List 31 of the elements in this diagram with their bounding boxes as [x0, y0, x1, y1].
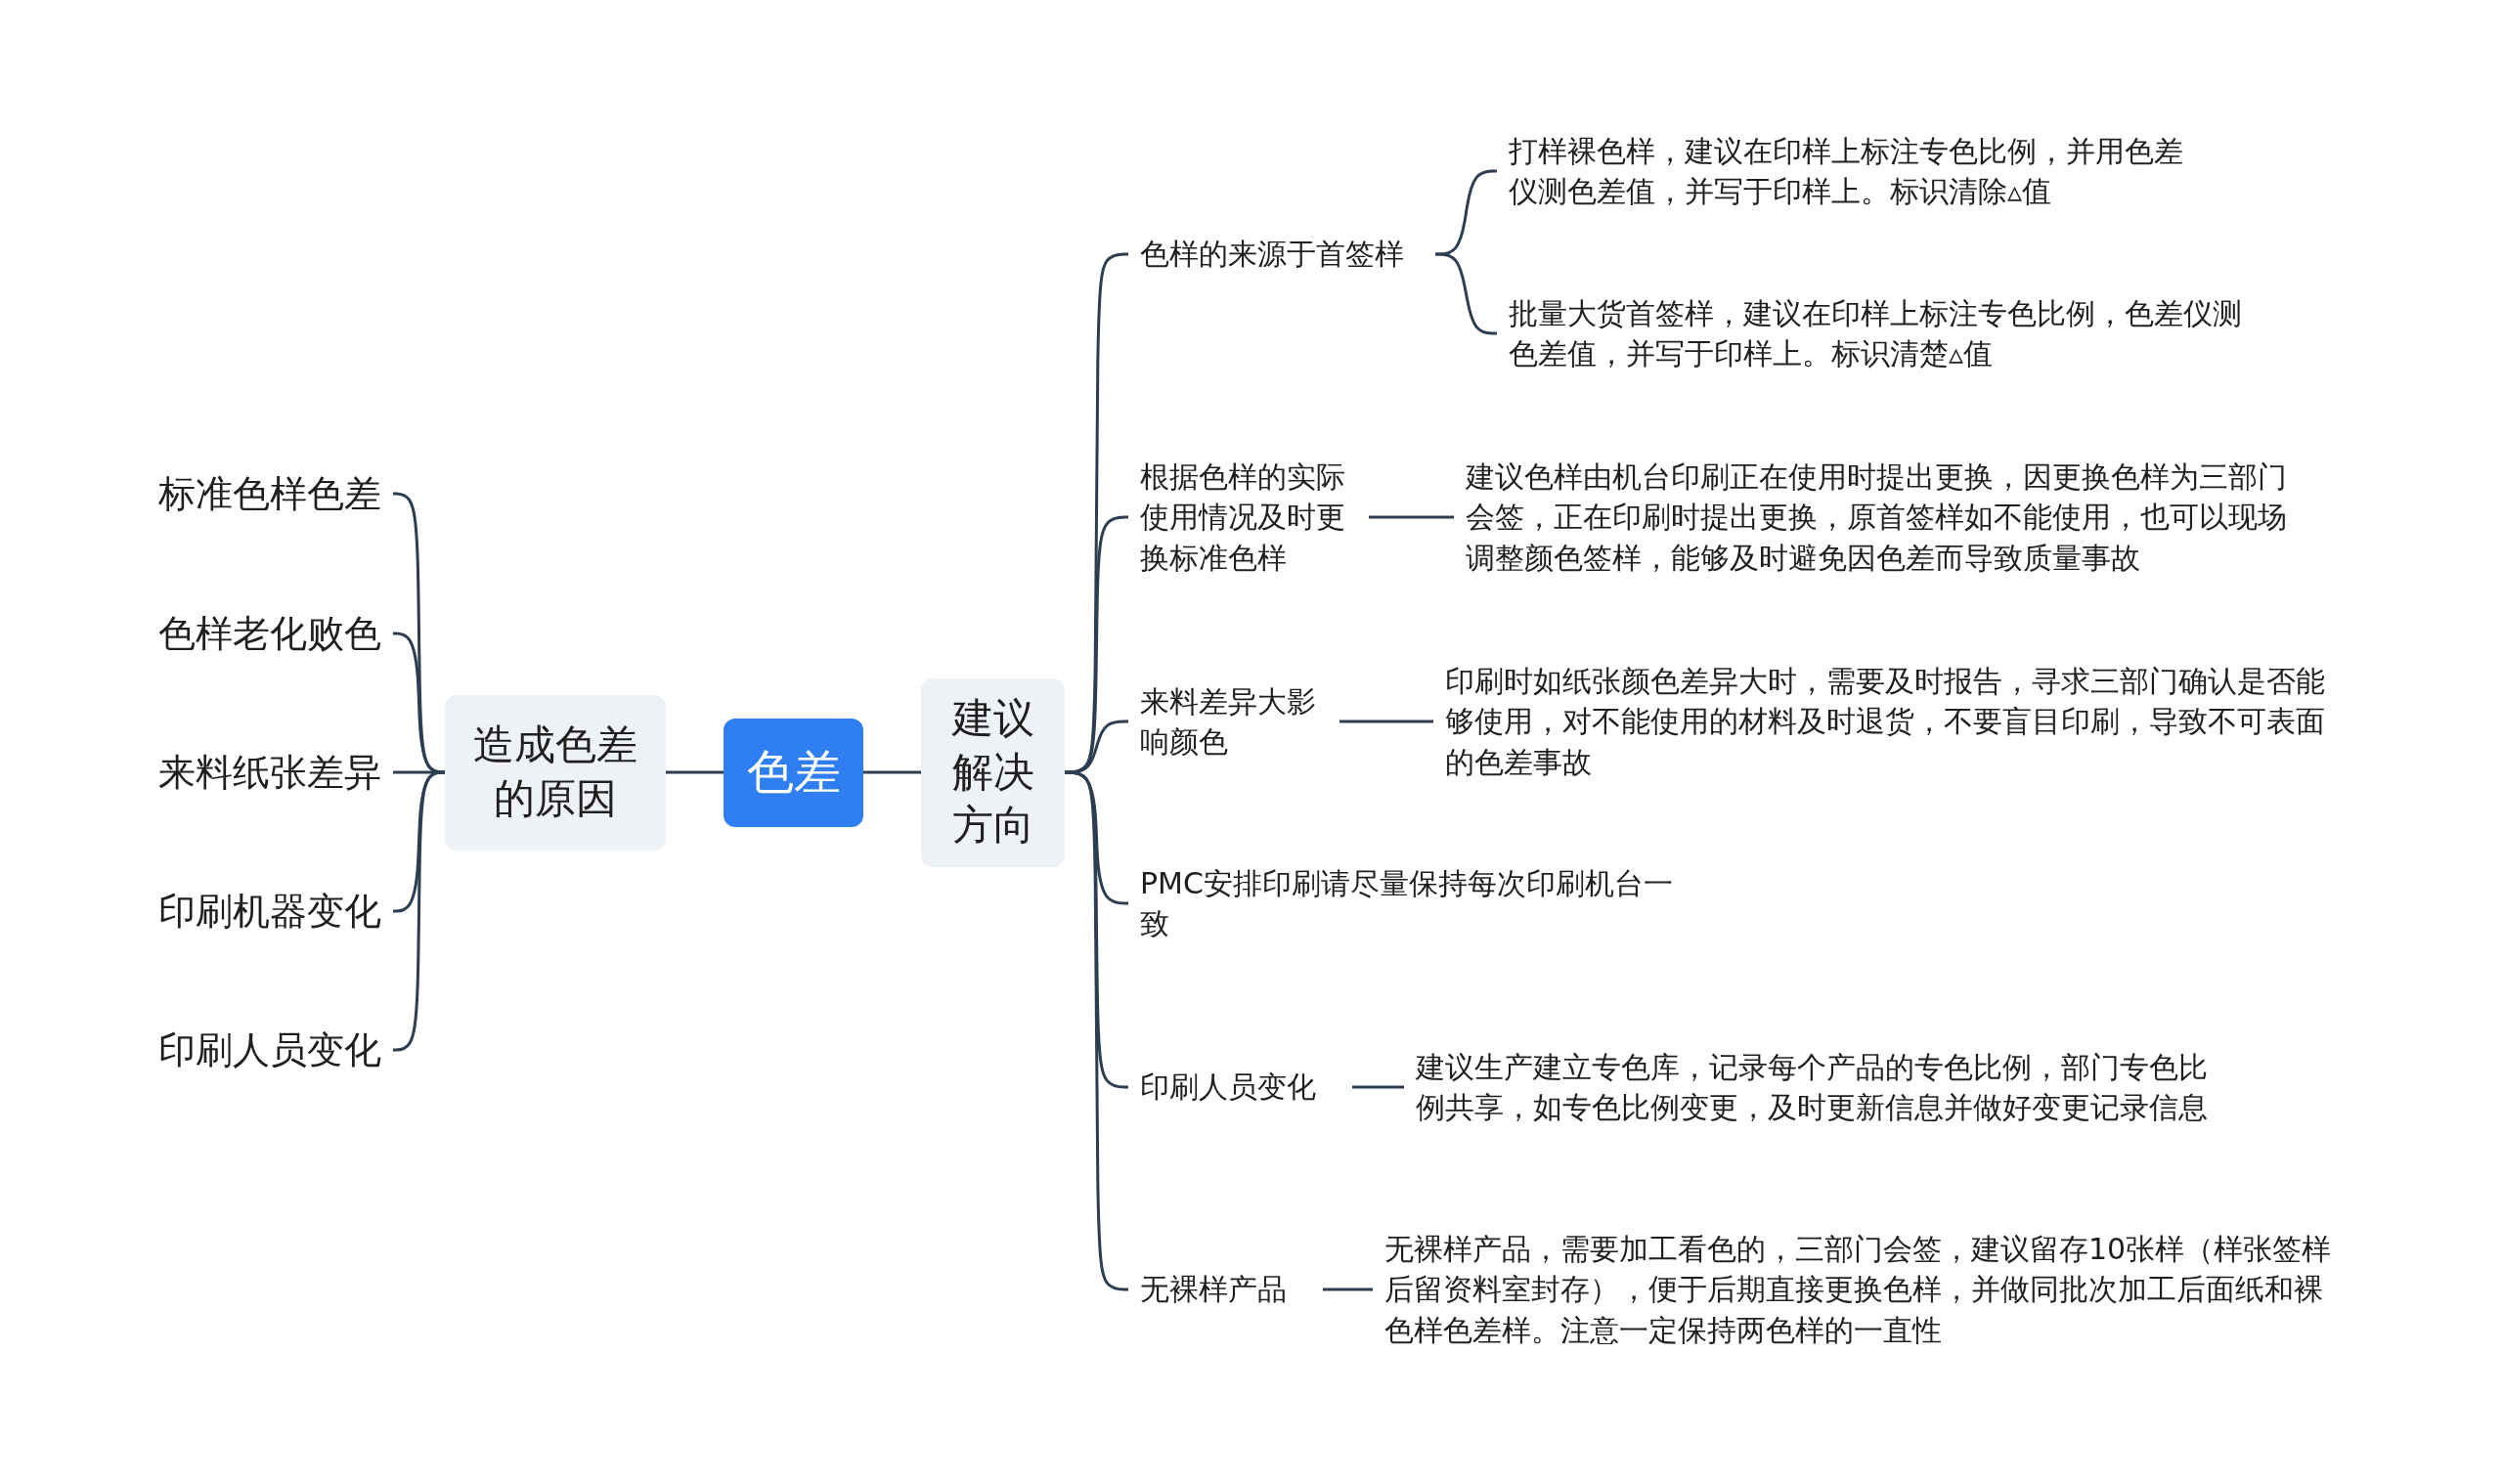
subtopic: 印刷人员变化	[1140, 1069, 1317, 1107]
detail-text: 建议生产建立专色库，记录每个产品的专色比例，部门专色比例共享，如专色比例变更，及时更新信息并做好变更记录信息	[1416, 1048, 2208, 1126]
detail-text: 批量大货首签样，建议在印样上标注专色比例，色差仪测色差值，并写于印样上。标识清楚▵值	[1509, 294, 2242, 372]
cause-topic: 印刷人员变化	[157, 1026, 381, 1073]
subtopic: 来料差异大影响颜色	[1140, 682, 1317, 761]
subtopic: 根据色样的实际使用情况及时更换标准色样	[1140, 458, 1346, 577]
cause-topic: 印刷机器变化	[157, 888, 381, 935]
cause-topic: 来料纸张差异	[157, 749, 381, 796]
branch-topic-box	[921, 677, 1065, 867]
connector-line	[1369, 515, 1454, 519]
central-topic-box	[724, 718, 863, 827]
subtopic: 无裸样产品	[1140, 1271, 1288, 1309]
cause-topic: 色样老化败色	[157, 610, 381, 657]
topic-label: 建议解决方向	[950, 693, 1035, 851]
cause-topic: 标准色样色差	[157, 470, 381, 517]
topic-label: 色差	[746, 743, 841, 802]
detail-text: 印刷时如纸张颜色差异大时，需要及时报告，寻求三部门确认是否能够使用，对不能使用的材料及时退货，不要盲目印刷，导致不可表面的色差事故	[1445, 663, 2325, 781]
topic-label: 造成色差的原因	[472, 720, 638, 824]
connector-line	[393, 770, 445, 1052]
connector-line	[1339, 720, 1433, 723]
connector-line	[1323, 1288, 1373, 1291]
detail-text: 建议色样由机台印刷正在使用时提出更换，因更换色样为三部门会签，正在印刷时提出更换，原首签样如不能使用，也可以现场调整颜色签样，能够及时避免因色差而导致质量事故	[1466, 458, 2287, 577]
connector-line	[863, 770, 921, 774]
connector-line	[666, 770, 724, 774]
detail-text: 打样裸色样，建议在印样上标注专色比例，并用色差仪测色差值，并写于印样上。标识清除▵值	[1509, 132, 2183, 210]
subtopic: 色样的来源于首签样	[1140, 236, 1405, 274]
connector-line	[1352, 1085, 1404, 1089]
connector-line	[393, 770, 445, 774]
detail-text: 无裸样产品，需要加工看色的，三部门会签，建议留存10张样（样张签样后留资料室封存），便于后期直接更换色样，并做同批次加工后面纸和裸色样色差样。注意一定保持两色样的一直性	[1384, 1231, 2333, 1349]
subtopic: PMC安排印刷请尽量保持每次印刷机台一致	[1140, 864, 1674, 942]
branch-topic-box	[445, 694, 666, 851]
